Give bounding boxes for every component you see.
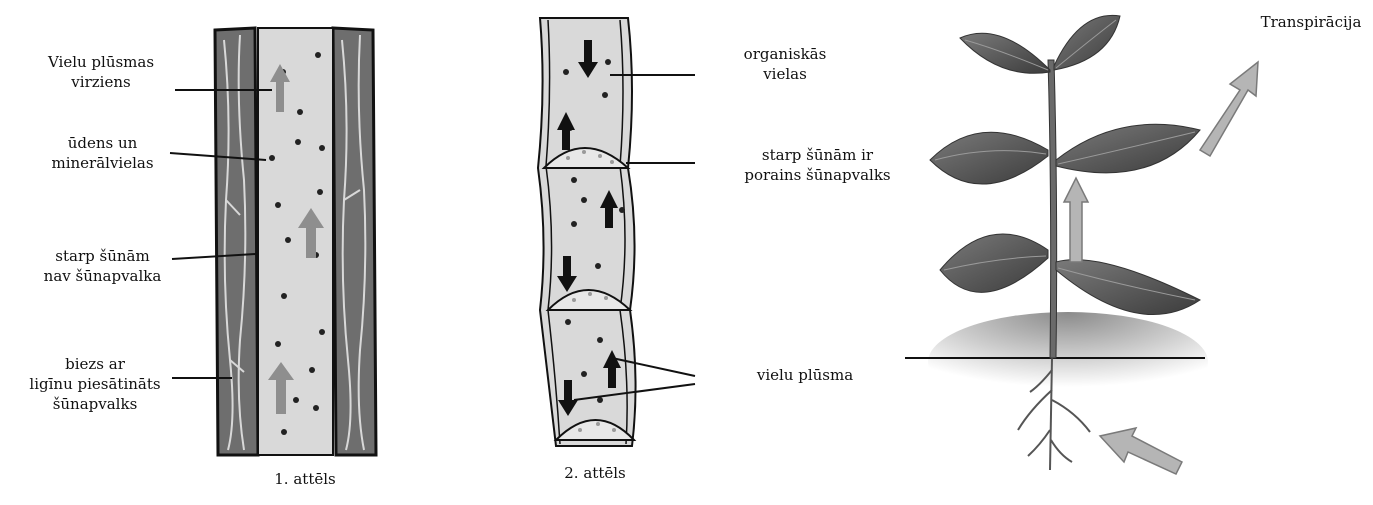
leaf-mid-left bbox=[930, 132, 1048, 184]
label-flow-direction: Vielu plūsmas virziens bbox=[30, 52, 172, 92]
label-porous-wall-line1: starp šūnām ir bbox=[735, 145, 900, 165]
leaf-low-left bbox=[940, 234, 1048, 292]
label-thick-wall-line1: biezs ar bbox=[20, 354, 170, 374]
label-organic-line1: organiskās bbox=[735, 44, 835, 64]
arrow-root-uptake bbox=[1100, 428, 1182, 474]
figure1-vessel bbox=[170, 28, 376, 455]
label-no-cell-wall: starp šūnām nav šūnapvalka bbox=[40, 246, 165, 286]
label-organic: organiskās vielas bbox=[735, 44, 835, 84]
leaf-mid-right bbox=[1056, 124, 1200, 173]
label-substance-flow-line1: vielu plūsma bbox=[745, 365, 865, 385]
label-organic-line2: vielas bbox=[735, 64, 835, 84]
left-cell-wall bbox=[215, 28, 258, 455]
label-no-cell-wall-line1: starp šūnām bbox=[40, 246, 165, 266]
label-thick-wall: biezs ar ligīnu piesātināts šūnapvalks bbox=[20, 354, 170, 414]
label-no-cell-wall-line2: nav šūnapvalka bbox=[40, 266, 165, 286]
right-cell-wall bbox=[333, 28, 376, 455]
label-porous-wall: starp šūnām ir porains šūnapvalks bbox=[735, 145, 900, 185]
arrow-stem-up bbox=[1064, 178, 1088, 262]
label-flow-direction-line1: Vielu plūsmas bbox=[30, 52, 172, 72]
label-substance-flow: vielu plūsma bbox=[745, 365, 865, 385]
arrow-transpiration bbox=[1200, 62, 1258, 156]
vessel-lumen bbox=[258, 28, 333, 455]
label-thick-wall-line2: ligīnu piesātināts bbox=[20, 374, 170, 394]
leaf-low-right bbox=[1056, 260, 1200, 315]
label-transpiration: Transpirācija bbox=[1256, 12, 1366, 32]
figure2-caption: 2. attēls bbox=[550, 463, 640, 483]
figure1-caption: 1. attēls bbox=[260, 469, 350, 489]
label-thick-wall-line3: šūnapvalks bbox=[20, 394, 170, 414]
figure3-plant bbox=[900, 15, 1258, 474]
label-porous-wall-line2: porains šūnapvalks bbox=[735, 165, 900, 185]
figure2-sieve-tube bbox=[538, 18, 695, 446]
label-flow-direction-line2: virziens bbox=[30, 72, 172, 92]
label-water-minerals-line2: minerālvielas bbox=[40, 153, 165, 173]
label-water-minerals: ūdens un minerālvielas bbox=[40, 133, 165, 173]
label-water-minerals-line1: ūdens un bbox=[40, 133, 165, 153]
sieve-tube-outline bbox=[538, 18, 636, 446]
